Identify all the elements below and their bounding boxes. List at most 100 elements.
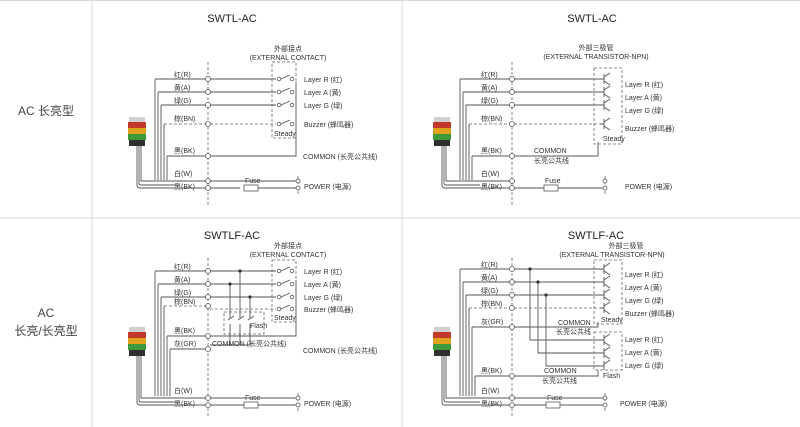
transistor-red (600, 262, 611, 276)
switch-contact-green (276, 100, 295, 108)
wire-label-amber: 黄(A) (174, 83, 190, 92)
layer-label-amber: Layer A (黄) (625, 283, 662, 292)
panel-subtitle-en: (EXTERNAL TRANSISTOR-NPN) (559, 252, 664, 259)
layer-label-red: Layer R (红) (304, 267, 342, 276)
wire-label-green: 绿(G) (481, 286, 498, 295)
wire-label-brown: 棕(BN) (174, 114, 195, 123)
switch-contact-buzzer (276, 119, 295, 127)
layer-label-buzzer: Buzzer (蜂鸣器) (625, 309, 674, 318)
signal-tower-lamp (128, 117, 175, 189)
wire-label-red: 红(R) (481, 260, 498, 269)
switch-contact-green (276, 292, 295, 300)
wire-label-brown: 棕(BN) (481, 114, 502, 123)
wire-label-black-2: 黑(BK) (174, 400, 195, 408)
wire-label-green: 绿(G) (174, 96, 191, 105)
wire-label-black-2: 黑(BK) (481, 183, 502, 191)
fuse-symbol (243, 184, 259, 192)
fuse-label: Fuse (545, 178, 561, 185)
layer-label-amber: Layer A (黄) (304, 280, 341, 289)
flash-label: Flash (603, 373, 620, 380)
wire-label-amber: 黄(A) (174, 275, 190, 284)
fuse-label: Fuse (245, 395, 261, 402)
fuse-symbol (543, 184, 559, 192)
signal-tower-lamp (433, 327, 480, 406)
layer-label-green: Layer G (绿) (625, 296, 664, 305)
wire-label-black: 黑(BK) (481, 367, 502, 375)
layer-label-green: Layer G (绿) (304, 101, 343, 110)
fuse-label: Fuse (245, 178, 261, 185)
wire-label-white: 白(W) (174, 386, 192, 395)
layer-label-buzzer: Buzzer (蜂鸣器) (625, 124, 674, 133)
wire-label-amber: 黄(A) (481, 83, 497, 92)
panel-subtitle-cn: 外部接点 (274, 241, 302, 250)
panel-swtl-ac-transistor: SWTL-AC 外部三极管 (EXTERNAL TRANSISTOR-NPN) … (433, 13, 674, 205)
common-label-cn: 长亮公共线 (534, 156, 569, 165)
transistor-flash-green (600, 359, 611, 370)
row-label-top: AC 长亮型 (18, 103, 74, 118)
wire-label-green: 绿(G) (481, 96, 498, 105)
common-outer-label: COMMON (长亮公共线) (303, 346, 377, 355)
panel-swtl-ac-contact: SWTL-AC 外部接点 (EXTERNAL CONTACT) 红(R) 黄(A… (128, 13, 377, 205)
panel-subtitle-en: (EXTERNAL CONTACT) (250, 55, 327, 62)
common-inner-label: COMMON (长亮公共线) (212, 339, 286, 348)
layer-label-amber: Layer A (黄) (304, 88, 341, 97)
wire-label-white: 白(W) (174, 169, 192, 178)
wire-label-white: 白(W) (481, 386, 499, 395)
transistor-green (600, 288, 611, 302)
row-label-bottom-line1: AC (38, 306, 55, 320)
wire-label-black: 黑(BK) (174, 147, 195, 155)
panel-subtitle-en: (EXTERNAL CONTACT) (250, 252, 327, 259)
wire-label-black: 黑(BK) (174, 327, 195, 335)
common-label-1: COMMON (558, 320, 591, 327)
layer-label-buzzer: Buzzer (蜂鸣器) (304, 120, 353, 129)
power-label: POWER (电源) (625, 182, 672, 191)
layer-label-green: Layer G (绿) (304, 293, 343, 302)
common-label-2: COMMON (544, 368, 577, 375)
layer-label-buzzer: Buzzer (蜂鸣器) (304, 305, 353, 314)
panel-title: SWTL-AC (207, 13, 257, 25)
panel-subtitle-cn: 外部接点 (274, 44, 302, 53)
fuse-symbol (243, 401, 259, 409)
layer-label-flash-amber: Layer A (黄) (625, 348, 662, 357)
switch-contact-amber (276, 279, 295, 287)
power-label: POWER (电源) (304, 182, 351, 191)
panel-swtlf-ac-transistor: SWTLF-AC 外部三极管 (EXTERNAL TRANSISTOR-NPN)… (433, 230, 674, 418)
panel-subtitle-en: (EXTERNAL TRANSISTOR-NPN) (543, 54, 648, 61)
steady-label: Steady (601, 317, 623, 324)
fuse-label: Fuse (547, 395, 563, 402)
wire-label-brown: 棕(BN) (174, 297, 195, 306)
flash-label: Flash (250, 323, 267, 330)
power-label: POWER (电源) (304, 399, 351, 408)
layer-label-red: Layer R (红) (625, 270, 663, 279)
panel-swtlf-ac-contact: SWTLF-AC 外部接点 (EXTERNAL CONTACT) 红(R) 黄(… (128, 230, 377, 418)
fuse-symbol (545, 401, 561, 409)
transistor-green (600, 98, 611, 112)
transistor-flash-red (600, 333, 611, 347)
layer-label-red: Layer R (红) (304, 75, 342, 84)
panel-subtitle-cn: 外部三极管 (579, 43, 614, 52)
wire-label-green: 绿(G) (174, 288, 191, 297)
layer-label-red: Layer R (红) (625, 80, 663, 89)
signal-tower-lamp (128, 327, 175, 406)
transistor-flash-amber (600, 346, 611, 360)
layer-label-amber: Layer A (黄) (625, 93, 662, 102)
steady-label: Steady (274, 315, 296, 322)
transistor-red (600, 72, 611, 86)
common-label: COMMON (长亮公共线) (303, 152, 377, 161)
transistor-amber (600, 275, 611, 289)
transistor-buzzer (600, 301, 611, 315)
row-label-bottom-line2: 长亮/长亮型 (14, 323, 77, 338)
switch-contact-red (276, 74, 295, 82)
switch-contact-red (276, 266, 295, 274)
panel-title: SWTL-AC (567, 13, 617, 25)
transistor-amber (600, 85, 611, 99)
power-label: POWER (电源) (620, 399, 667, 408)
panel-title: SWTLF-AC (204, 230, 260, 242)
wire-label-red: 红(R) (174, 262, 191, 271)
wire-label-gray: 灰(GR) (481, 317, 503, 326)
layer-label-flash-green: Layer G (绿) (625, 361, 664, 370)
wire-label-brown: 棕(BN) (481, 299, 502, 308)
layer-label-green: Layer G (绿) (625, 106, 664, 115)
switch-contact-amber (276, 87, 295, 95)
